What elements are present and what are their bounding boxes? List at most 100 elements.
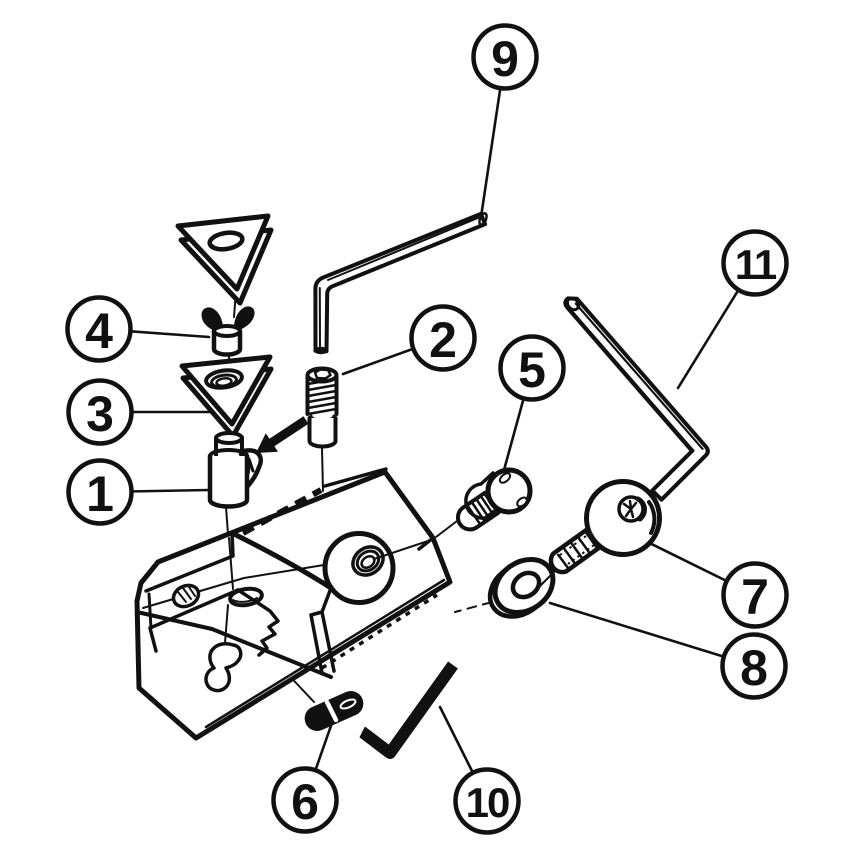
hex-key-large-short-tip-cap [314,346,328,355]
lock-lever [207,431,263,509]
washer-axis-line [533,569,557,593]
insert-direction-arrow [256,416,309,453]
body-rail-far-edge [323,467,388,488]
callout-11-hex-key-medium: 11 [721,229,789,297]
callout-circle-2 [409,304,477,372]
cap-screw-head-mark-1 [498,472,512,484]
callout-10-hex-key-small: 10 [453,767,521,835]
pocket-keyhole-slot [204,642,243,693]
callout-number-2: 2 [429,312,457,368]
cap-screw-threads [466,496,495,525]
body-oval-hole-rim [232,597,258,603]
body-left-face-edge [147,592,153,630]
hex-key-small-tip-cut [357,724,366,738]
callout-2-adjusting-screw: 2 [409,304,477,372]
insert-top-face [175,213,271,292]
callout-number-5: 5 [518,342,546,398]
adjusting-screw-hex-socket [313,368,332,380]
boss-thread-ring-inner [360,555,376,569]
boss-thread-ring-mid [355,549,381,573]
lock-lever-body [207,453,250,509]
boss-thread-ring-outer [351,545,385,577]
body-ridge-edge [229,530,334,591]
clamp-screw-socket-star [622,499,638,519]
hex-key-medium-ball-end [565,296,581,312]
body-bottom-inner-edge [204,578,446,729]
callout-3-shim: 3 [66,378,134,446]
body-oval-hole [228,586,264,608]
callout-circle-6 [271,766,339,834]
callout-number-8: 8 [740,640,768,696]
callout-circle-4 [65,295,133,363]
callout-4-shim-clamp: 4 [65,295,133,363]
body-center-axis-inner [224,537,234,644]
callout-circle-10 [453,767,521,835]
cap-screw-head-side [464,471,498,520]
grub-screw-slot [324,699,339,723]
adjusting-screw [305,366,339,449]
callout-circle-1 [66,458,134,526]
callout-8-washer: 8 [720,632,788,700]
clamp-screw-dome-shading [647,500,657,535]
grub-screw [304,691,364,731]
adjusting-screw-lower-body [307,416,338,449]
adjusting-screw-threads [306,377,338,416]
shim-hole-inner [215,377,233,387]
lock-lever-cap-top [214,431,244,445]
insert-hole-rim [210,242,241,250]
callout-number-11: 11 [735,241,777,288]
callout-1-lock-lever: 1 [66,458,134,526]
hex-key-small [357,661,458,759]
lock-lever-shoulder [208,448,249,458]
callout-circle-11 [721,229,789,297]
callout-number-1: 1 [86,466,114,522]
body-rail-hidden-edge-dashed [241,487,323,536]
clamp-screw-socket-arc [635,496,647,522]
washer-hole-depth [512,588,531,599]
callout-5-cap-screw: 5 [498,334,566,402]
body-side-screw-head [171,583,201,609]
body-tip-notch-edge [417,536,435,551]
hex-key-large [313,211,488,355]
callout-7-clamp-screw: 7 [721,561,789,629]
washer-front-face [492,556,556,616]
body-front-diagonal-edge [135,610,333,679]
washer [487,556,557,619]
callout-number-10: 10 [466,779,509,826]
leader-line-8 [548,601,756,668]
shim-clamp-left-wing [201,307,223,333]
lock-lever-finger-notch [247,457,255,473]
hex-key-medium [563,296,710,502]
grub-screw-end [339,698,357,710]
callout-number-6: 6 [291,774,319,830]
body-bottom-serration-dashed [321,593,438,670]
shim [179,354,274,439]
body-slit-edges [309,586,336,675]
callout-circle-3 [66,378,134,446]
callout-number-7: 7 [741,569,769,625]
callout-9-hex-key-large: 9 [471,23,539,91]
cutting-insert [175,213,274,306]
boss-axis-line [373,538,435,560]
callout-circle-8 [720,632,788,700]
callout-6-grub-screw: 6 [271,766,339,834]
shim-clamp [201,306,255,357]
cap-screw [456,467,533,532]
screw5-axis-line [435,520,458,538]
callout-circle-7 [721,561,789,629]
hex-key-large-tip-cap [478,212,488,226]
callout-number-4: 4 [85,303,113,359]
pocket-top-edge [148,588,240,653]
body-threaded-boss [322,531,435,605]
hex-key-medium-inner-lines [569,302,704,488]
shim-top-face [179,354,273,427]
screw2-axis-line [321,448,324,492]
callouts: 1 2 3 4 5 6 7 8 9 10 11 [65,23,789,835]
shim-clamp-right-wing [233,306,255,332]
tool-body [134,467,453,741]
pocket-step-contour [236,588,280,657]
callout-circle-5 [498,334,566,402]
callout-circle-9 [471,23,539,91]
